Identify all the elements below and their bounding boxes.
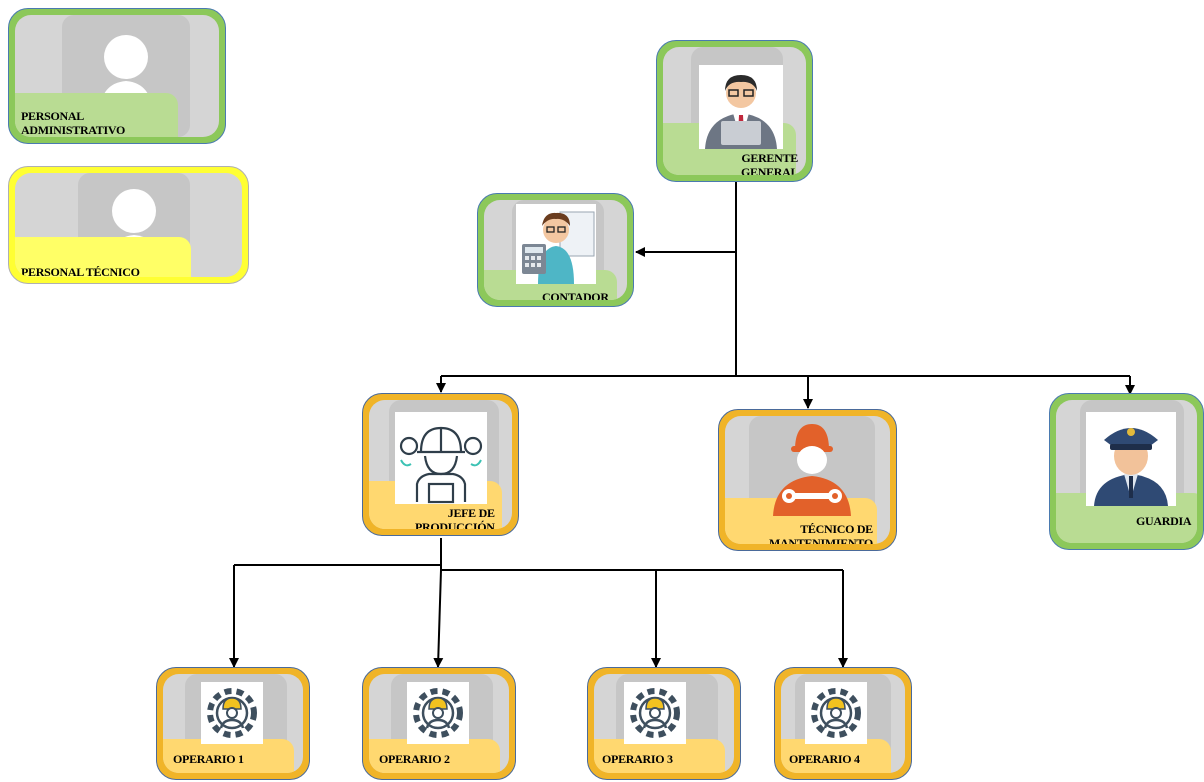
tecnico-mantenimiento-card: TÉCNICO DE MANTENIMIENTO <box>718 409 897 551</box>
legend-admin-card: PERSONAL ADMINISTRATIVO <box>8 8 226 144</box>
tecnico-mantenimiento-label: TÉCNICO DE MANTENIMIENTO <box>769 522 873 544</box>
guardia-card: GUARDIA <box>1049 393 1204 550</box>
worker-gear-icon <box>811 688 861 738</box>
legend-tech-card: PERSONAL TÉCNICO <box>8 166 249 284</box>
operario-1-label: OPERARIO 1 <box>173 752 244 766</box>
legend-admin-label: PERSONAL ADMINISTRATIVO <box>21 109 126 137</box>
accountant-icon <box>522 211 595 284</box>
gerente-general-label: GERENTE GENERAL <box>741 151 799 175</box>
worker-gear-icon <box>413 688 463 738</box>
jefe-produccion-label: JEFE DE PRODUCCIÓN <box>415 506 495 529</box>
operario-4-label: OPERARIO 4 <box>789 752 860 766</box>
manager-icon <box>705 75 777 149</box>
operario-2-label: OPERARIO 2 <box>379 752 450 766</box>
legend-tech-label: PERSONAL TÉCNICO <box>21 265 140 277</box>
operario-1-card: OPERARIO 1 <box>156 667 310 780</box>
gerente-general-card: GERENTE GENERAL <box>656 40 813 182</box>
contador-card: CONTADOR <box>477 193 634 307</box>
worker-gear-icon <box>207 688 257 738</box>
jefe-produccion-card: JEFE DE PRODUCCIÓN <box>362 393 519 536</box>
engineer-icon <box>399 426 483 504</box>
operario-4-card: OPERARIO 4 <box>774 667 912 780</box>
guardia-label: GUARDIA <box>1136 514 1192 528</box>
operario-2-card: OPERARIO 2 <box>362 667 516 780</box>
contador-label: CONTADOR <box>542 290 609 300</box>
worker-gear-icon <box>630 688 680 738</box>
guard-icon <box>1094 428 1168 506</box>
mechanic-icon <box>773 424 851 516</box>
operario-3-label: OPERARIO 3 <box>602 752 673 766</box>
operario-3-card: OPERARIO 3 <box>587 667 741 780</box>
